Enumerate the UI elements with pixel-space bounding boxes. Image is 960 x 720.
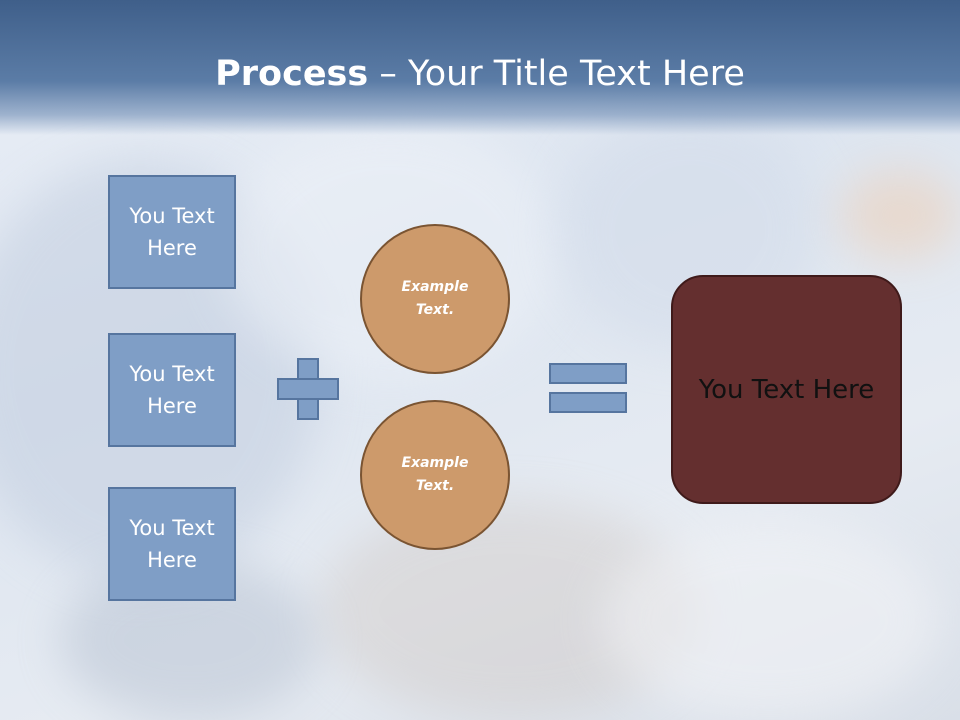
process-box-3[interactable]: You Text Here	[108, 487, 236, 601]
title-rest: – Your Title Text Here	[368, 54, 745, 94]
background-photo	[600, 520, 940, 720]
process-box-1[interactable]: You Text Here	[108, 175, 236, 289]
process-box-label: You Text Here	[129, 516, 215, 572]
title-bold: Process	[215, 54, 369, 94]
plus-icon	[277, 358, 339, 420]
example-circle-2[interactable]: Example Text.	[360, 400, 510, 550]
process-box-label: You Text Here	[129, 204, 215, 260]
result-label: You Text Here	[698, 374, 875, 405]
example-circle-1[interactable]: Example Text.	[360, 224, 510, 374]
background-photo	[840, 170, 960, 260]
result-box[interactable]: You Text Here	[671, 275, 902, 504]
circle-label: Example Text.	[401, 279, 469, 318]
slide-title[interactable]: Process – Your Title Text Here	[0, 52, 960, 96]
process-box-label: You Text Here	[129, 362, 215, 418]
circle-label: Example Text.	[401, 455, 469, 494]
title-bar	[0, 0, 960, 135]
process-box-2[interactable]: You Text Here	[108, 333, 236, 447]
